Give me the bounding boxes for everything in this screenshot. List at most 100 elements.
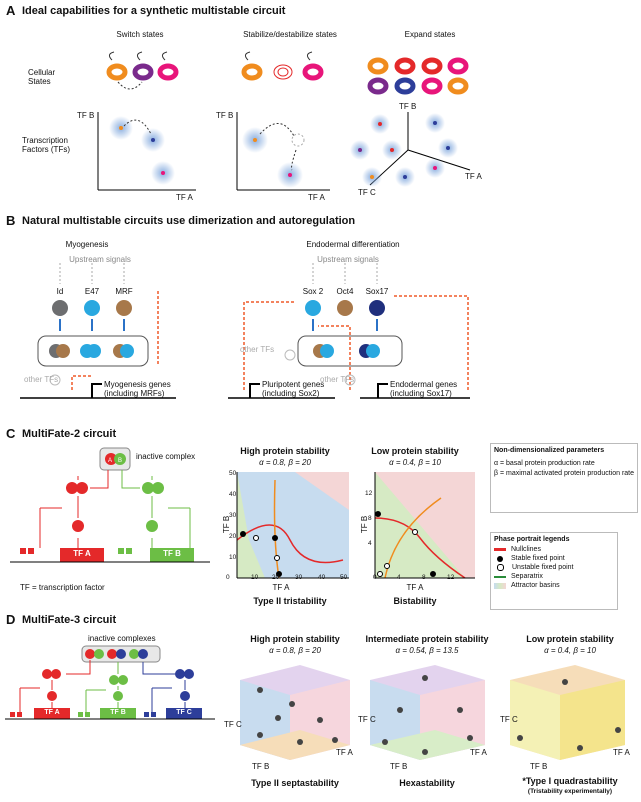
d-p2-tfc: TF C: [358, 715, 376, 724]
c-low-ytick-3: 12: [365, 490, 373, 497]
d-p1-title: High protein stability: [250, 634, 340, 644]
legend-nullclines: Nullclines: [494, 546, 614, 553]
c-high-params: α = 0.8, β = 20: [259, 458, 311, 467]
cell-orange: [106, 63, 179, 81]
legend-title: Phase portrait legends: [494, 536, 570, 543]
c-high-xtick-1: 10: [251, 574, 259, 581]
d-p3-tfc: TF C: [500, 715, 518, 724]
phase-legend: Phase portrait legends Nullclines Stable…: [490, 532, 618, 610]
d-p1-tfb: TF B: [252, 762, 270, 771]
c-phase-portraits: [236, 472, 475, 579]
c-low-title: Low protein stability: [371, 446, 459, 456]
tf-id-label: Id: [56, 287, 64, 296]
c-high-xtick-3: 30: [295, 574, 303, 581]
plot1-y-label: TF B: [77, 111, 95, 120]
param-alpha: α = basal protein production rate: [494, 460, 595, 467]
myogenesis-title: Myogenesis: [65, 240, 109, 249]
d-p1-tfc: TF C: [224, 720, 242, 729]
col-expand-states: Expand states: [404, 30, 456, 39]
tf-b-box-label: TF B: [163, 549, 181, 558]
section-a-letter: A: [6, 3, 16, 18]
legend-basins: Attractor basins: [494, 582, 614, 589]
upstream-signals-left: Upstream signals: [69, 255, 131, 264]
c-high-xtick-2: 20: [272, 574, 280, 581]
plot3-x-label: TF A: [465, 172, 482, 181]
c-high-ytick-2: 20: [229, 533, 237, 540]
multifate3-circuit: [5, 645, 215, 720]
d-tf-a-label: TF A: [44, 709, 60, 716]
endodermal-title: Endodermal differentiation: [306, 240, 400, 249]
section-a-title: Ideal capabilities for a synthetic multi…: [22, 5, 286, 17]
svg-text:A: A: [108, 458, 112, 464]
c-high-xtick-5: 50: [340, 574, 348, 581]
gene-myogenesis: Myogenesis genes (including MRFs): [104, 380, 171, 398]
d-p3-result: *Type I quadrastability: [522, 776, 618, 786]
plot2-x-label: TF A: [308, 193, 325, 202]
d-3d-portraits: [240, 665, 625, 760]
d-p2-tfa: TF A: [470, 748, 487, 757]
param-beta: β = maximal activated protein production…: [494, 470, 635, 477]
c-high-ytick-3: 30: [229, 512, 237, 519]
c-high-xlabel: TF A: [272, 583, 290, 592]
d-p2-params: α = 0.54, β = 13.5: [395, 646, 459, 655]
plot1-x-label: TF A: [176, 193, 193, 202]
section-c-title: MultiFate-2 circuit: [22, 428, 117, 440]
d-p3-tfa: TF A: [613, 748, 630, 757]
c-high-ylabel: TF B: [222, 515, 232, 534]
d-p1-tfa: TF A: [336, 748, 353, 757]
d-p3-note: (Tristability experimentally): [527, 788, 613, 795]
c-low-xtick-2: 8: [422, 574, 426, 581]
d-p3-title: Low protein stability: [526, 634, 614, 644]
section-c-letter: C: [6, 426, 16, 441]
tf-oct4-label: Oct4: [336, 287, 354, 296]
d-tf-b-label: TF B: [110, 709, 126, 716]
upstream-signals-right: Upstream signals: [317, 255, 379, 264]
c-high-xtick-4: 40: [318, 574, 326, 581]
c-low-xtick-0: 0: [373, 574, 377, 581]
plot3-y-label: TF B: [399, 102, 417, 111]
row-cellular-states: Cellular States: [28, 68, 56, 86]
tf-sox2-label: Sox 2: [302, 287, 324, 296]
section-b-letter: B: [6, 213, 16, 228]
d-p1-params: α = 0.8, β = 20: [269, 646, 321, 655]
c-low-ytick-2: 8: [368, 515, 372, 522]
row-transcription-factors: Transcription Factors (TFs): [22, 136, 70, 154]
c-high-title: High protein stability: [240, 446, 330, 456]
inactive-complexes-label: inactive complexes: [88, 634, 156, 643]
tf-plot-1: [97, 112, 196, 191]
col-switch-states: Switch states: [116, 30, 164, 39]
d-tf-c-label: TF C: [176, 709, 192, 716]
section-d-letter: D: [6, 612, 16, 627]
other-tfs-right: other TFs: [320, 375, 355, 384]
c-high-result: Type II tristability: [253, 596, 327, 606]
svg-text:B: B: [118, 458, 122, 464]
legend-separatrix: Separatrix: [494, 573, 614, 580]
other-tfs-middle: other TFs: [240, 345, 275, 354]
c-low-ytick-1: 4: [368, 540, 372, 547]
plot2-y-label: TF B: [216, 111, 234, 120]
plot3-z-label: TF C: [358, 188, 376, 197]
legend-unstable: Unstable fixed point: [494, 564, 614, 571]
c-low-result: Bistability: [393, 596, 437, 606]
tf-definition: TF = transcription factor: [20, 583, 105, 592]
section-b-title: Natural multistable circuits use dimeriz…: [22, 215, 356, 227]
c-high-ytick-5: 50: [229, 470, 237, 477]
c-high-ytick-1: 10: [229, 554, 237, 561]
c-low-params: α = 0.4, β = 10: [389, 458, 441, 467]
section-a-graphics: [97, 51, 471, 191]
c-high-ytick-4: 40: [229, 491, 237, 498]
d-p3-tfb: TF B: [530, 762, 548, 771]
inactive-complex-label: inactive complex: [136, 452, 196, 461]
c-low-xtick-3: 12: [447, 574, 455, 581]
d-p3-params: α = 0.4, β = 10: [544, 646, 596, 655]
c-high-xtick-0: 0: [226, 574, 230, 581]
tf-plot-2: [236, 112, 330, 191]
d-p1-result: Type II septastability: [251, 778, 339, 788]
c-low-xlabel: TF A: [406, 583, 424, 592]
legend-stable: Stable fixed point: [494, 555, 614, 562]
section-d-title: MultiFate-3 circuit: [22, 614, 117, 626]
c-low-ylabel: TF B: [360, 515, 370, 534]
gene-pluripotent: Pluripotent genes (including Sox2): [262, 380, 325, 398]
param-box: Non-dimensionalized parameters α = basal…: [490, 443, 638, 513]
multifate2-circuit: A B: [10, 447, 210, 563]
